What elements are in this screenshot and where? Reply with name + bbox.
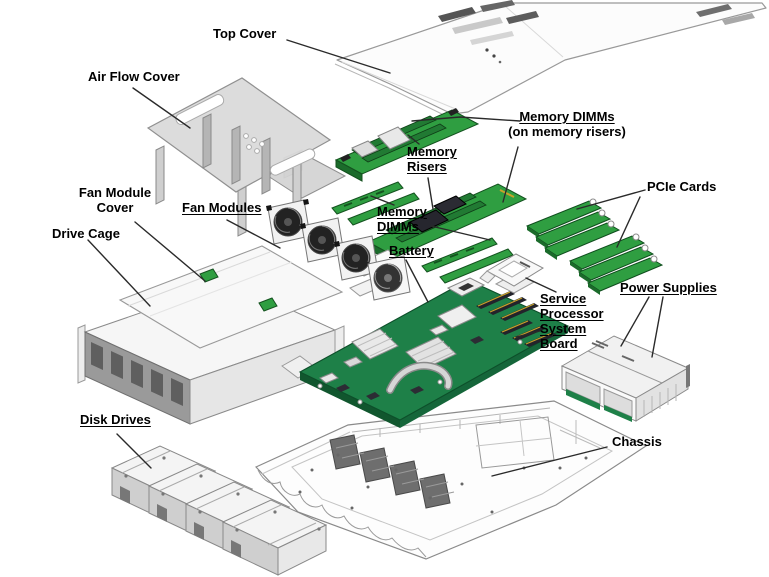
memory-dimm-sticks-b <box>421 237 514 284</box>
label-air-flow-cover: Air Flow Cover <box>88 69 180 84</box>
fan-module-1 <box>266 199 311 245</box>
service-processor-bracket-part <box>479 253 545 294</box>
power-supplies-part <box>560 335 690 422</box>
leader-memory-risers-2 <box>427 177 434 210</box>
leader-service-processor-1 <box>525 277 557 293</box>
leader-memory-dimms-2 <box>430 225 491 241</box>
label-memory-dimms-on-risers: Memory DIMMs (on memory risers) <box>502 109 632 139</box>
pcie-cards-group-2 <box>568 233 664 295</box>
pcie-cards-group-1 <box>525 198 621 260</box>
fan-module-2 <box>300 217 345 263</box>
leader-lines <box>87 39 664 477</box>
label-fan-module-cover: Fan Module Cover <box>78 185 152 215</box>
leader-memory-risers-1 <box>407 134 420 145</box>
leader-memory-dimms-on-risers-1 <box>411 116 521 122</box>
leader-power-supplies-1 <box>620 296 650 347</box>
fan-module-4 <box>367 255 411 301</box>
service-processor-system-board-part <box>281 277 570 428</box>
label-pcie-cards: PCIe Cards <box>647 179 717 194</box>
label-top-cover: Top Cover <box>213 26 277 41</box>
leader-service-processor-2 <box>515 330 541 338</box>
memory-riser-2-part <box>366 183 528 265</box>
leader-pcie-cards-2 <box>616 196 641 248</box>
leader-pcie-cards-1 <box>576 189 646 210</box>
label-disk-drives[interactable]: Disk Drives <box>80 412 151 427</box>
label-memory-dimms-on-risers-sub: (on memory risers) <box>508 124 626 139</box>
leader-battery <box>405 259 429 303</box>
top-cover-part <box>334 0 767 119</box>
label-fan-modules[interactable]: Fan Modules <box>182 200 262 215</box>
leader-fan-modules <box>226 219 281 249</box>
leader-chassis <box>491 446 608 477</box>
fan-module-3 <box>334 235 379 281</box>
leader-drive-cage <box>87 239 151 307</box>
leader-disk-drives <box>116 433 152 469</box>
memory-dimm-sticks-a <box>331 181 420 226</box>
label-memory-dimms-on-risers-main[interactable]: Memory DIMMs <box>519 109 615 124</box>
label-memory-dimms[interactable]: Memory DIMMs <box>377 204 427 234</box>
fan-modules-part <box>266 199 411 301</box>
leader-fan-module-cover <box>134 221 206 282</box>
label-chassis: Chassis <box>612 434 662 449</box>
label-memory-risers[interactable]: Memory Risers <box>407 144 457 174</box>
leader-top-cover <box>286 39 391 74</box>
leader-memory-dimms-1 <box>370 195 395 206</box>
disk-drive-4 <box>221 499 328 576</box>
label-battery[interactable]: Battery <box>389 243 434 258</box>
memory-riser-1-part <box>334 108 480 182</box>
label-service-processor-system-board[interactable]: Service Processor System Board <box>540 291 604 351</box>
fan-module-cover-part <box>118 245 344 349</box>
label-drive-cage: Drive Cage <box>52 226 120 241</box>
label-power-supplies[interactable]: Power Supplies <box>620 280 717 295</box>
leader-air-flow-cover <box>132 87 191 129</box>
leader-power-supplies-2 <box>651 296 664 358</box>
disk-drives-part <box>110 445 328 576</box>
air-flow-cover-part <box>146 77 347 237</box>
leader-memory-dimms-on-risers-2 <box>502 146 519 203</box>
